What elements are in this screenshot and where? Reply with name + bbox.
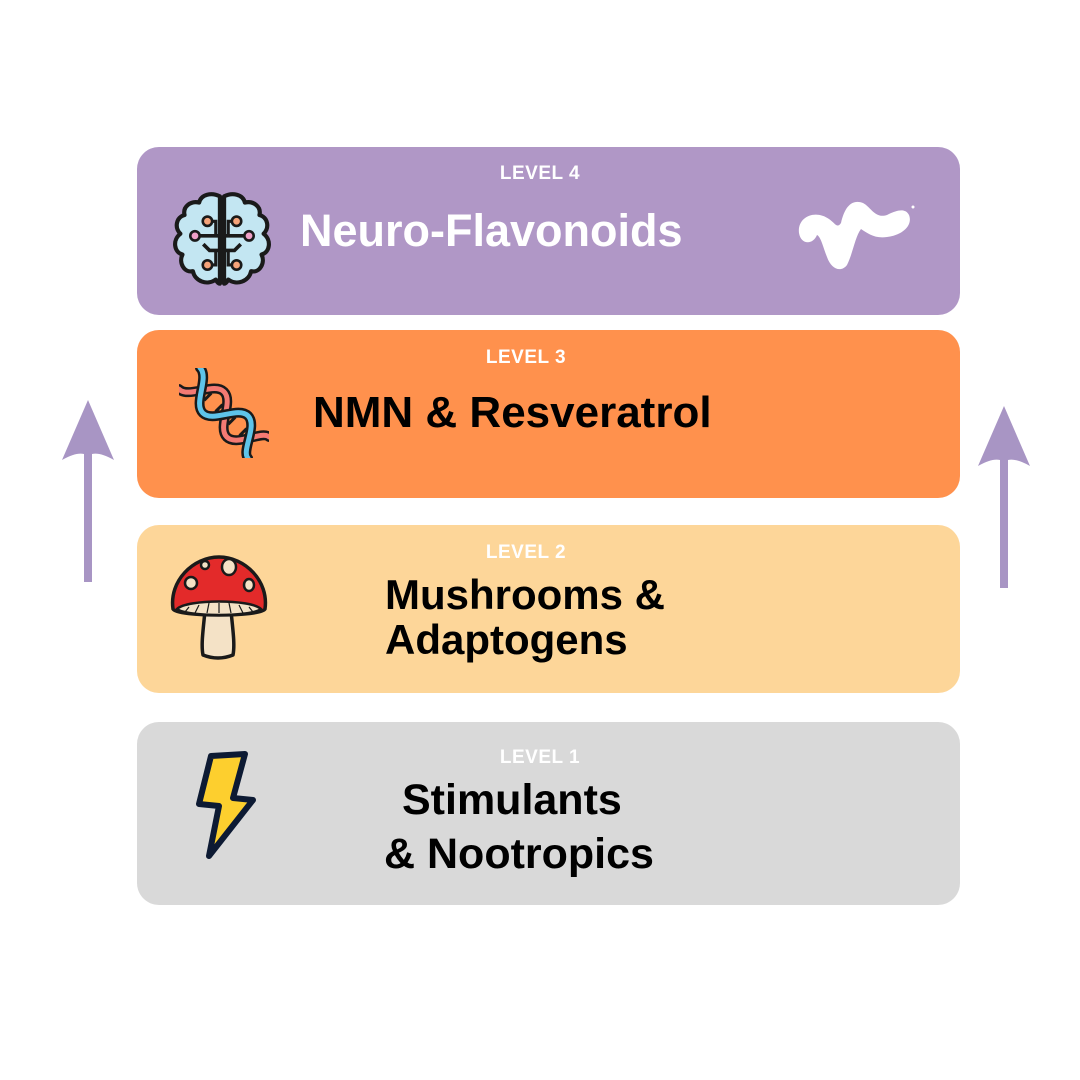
level-1-title-line-2: & Nootropics (384, 830, 654, 878)
level-1-title-line-1: Stimulants (402, 776, 622, 824)
brand-logo-icon (798, 201, 915, 270)
dna-icon (179, 368, 269, 458)
level-4-title: Neuro-Flavonoids (300, 205, 683, 256)
level-3-card: LEVEL 3 NMN & Resveratrol (137, 330, 960, 498)
level-1-label: LEVEL 1 (499, 747, 581, 768)
level-4-label: LEVEL 4 (499, 163, 581, 184)
level-1-card: LEVEL 1 Stimulants & Nootropics (137, 722, 960, 905)
level-3-title: NMN & Resveratrol (313, 388, 712, 437)
level-2-label: LEVEL 2 (485, 542, 567, 563)
lightning-bolt-icon (196, 751, 256, 859)
level-2-title-line-2: Adaptogens (385, 616, 628, 663)
mushroom-icon (170, 555, 268, 660)
level-3-label: LEVEL 3 (485, 347, 567, 368)
level-2-card: LEVEL 2 Mushrooms & Adaptogens (137, 525, 960, 693)
brain-icon (173, 192, 271, 286)
level-2-title-line-1: Mushrooms & (385, 571, 666, 618)
up-arrow-left-icon (62, 400, 114, 582)
level-4-card: LEVEL 4 Neuro-Flavonoids (137, 147, 960, 315)
up-arrow-right-icon (978, 406, 1030, 588)
